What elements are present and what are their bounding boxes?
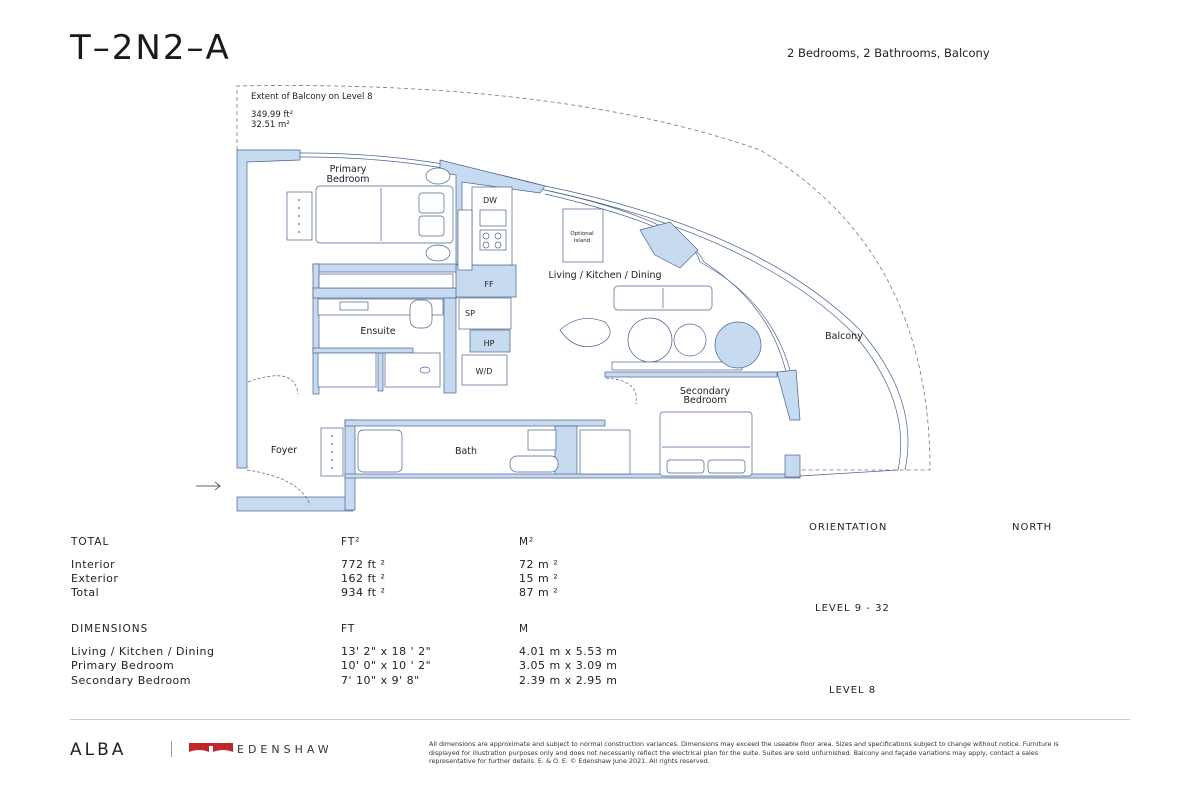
edenshaw-logo-mark-icon xyxy=(189,743,233,752)
dimension-row-m: 2.39 m x 2.95 m xyxy=(519,674,618,687)
room-label-hp: HP xyxy=(484,339,495,348)
area-row-label: Interior xyxy=(71,558,116,571)
balcony-extent-outline xyxy=(236,85,931,471)
room-label-ensuite: Ensuite xyxy=(360,326,395,337)
dimension-row-m: 4.01 m x 5.53 m xyxy=(519,645,618,658)
dimensions-col-m: M xyxy=(519,623,530,635)
room-label-primary-bedroom: Primary xyxy=(330,164,367,175)
room-label-wd: W/D xyxy=(476,367,493,376)
north-heading: NORTH xyxy=(1012,522,1053,533)
balcony-extent-label: Extent of Balcony on Level 8 xyxy=(251,92,373,102)
closet-hanger-marks xyxy=(298,199,333,469)
area-row-ft: 162 ft ² xyxy=(341,572,386,585)
room-label-secondary-bedroom-2: Bedroom xyxy=(684,395,727,406)
area-heading: TOTAL xyxy=(71,536,110,548)
unit-title: T–2N2–A xyxy=(70,28,231,68)
room-label-optional-island: Optional xyxy=(570,231,594,237)
area-row-m: 72 m ² xyxy=(519,558,559,571)
entry-arrow-icon xyxy=(196,481,221,491)
fixtures xyxy=(286,167,753,477)
area-col-ft: FT² xyxy=(341,536,361,548)
dimension-row-ft: 13' 2" x 18 ' 2" xyxy=(341,645,432,658)
room-label-primary-bedroom-2: Bedroom xyxy=(327,174,370,185)
room-label-optional-island-2: Island xyxy=(574,238,590,244)
unit-summary: 2 Bedrooms, 2 Bathrooms, Balcony xyxy=(787,46,990,60)
footer-divider xyxy=(70,719,1130,720)
area-row-label: Total xyxy=(71,586,100,599)
dimension-row-label: Primary Bedroom xyxy=(71,659,175,672)
room-label-bath: Bath xyxy=(455,446,477,457)
balcony-extent-m: 32.51 m² xyxy=(251,120,290,130)
room-label-foyer: Foyer xyxy=(271,445,297,456)
room-label-ff: FF xyxy=(484,280,494,289)
area-row-label: Exterior xyxy=(71,572,119,585)
dimensions-heading: DIMENSIONS xyxy=(71,623,149,635)
door-swings xyxy=(246,375,637,506)
balcony-railing xyxy=(299,152,909,477)
dimension-row-ft: 10' 0" x 10 ' 2" xyxy=(341,659,432,672)
room-label-secondary-bedroom: Secondary xyxy=(680,386,731,397)
round-table xyxy=(714,321,762,369)
room-label-balcony: Balcony xyxy=(825,331,863,342)
area-row-m: 87 m ² xyxy=(519,586,559,599)
dimension-row-ft: 7' 10" x 9' 8" xyxy=(341,674,420,687)
logo-separator xyxy=(171,741,172,757)
room-label-dw: DW xyxy=(483,196,497,205)
level-label-8: LEVEL 8 xyxy=(829,685,877,696)
room-label-living: Living / Kitchen / Dining xyxy=(548,270,661,281)
area-row-ft: 772 ft ² xyxy=(341,558,386,571)
level-label-9-32: LEVEL 9 - 32 xyxy=(815,603,890,614)
disclaimer: All dimensions are approximate and subje… xyxy=(429,740,1059,766)
room-label-sp: SP xyxy=(465,309,475,318)
area-col-m: M² xyxy=(519,536,535,548)
balcony-extent-ft: 349.99 ft² xyxy=(251,110,293,120)
walls xyxy=(236,149,801,512)
dimension-row-label: Secondary Bedroom xyxy=(71,674,192,687)
dimension-row-label: Living / Kitchen / Dining xyxy=(71,645,215,658)
dimensions-col-ft: FT xyxy=(341,623,356,635)
edenshaw-logo: EDENSHAW xyxy=(237,743,333,756)
alba-logo: ALBA xyxy=(70,740,127,760)
area-row-ft: 934 ft ² xyxy=(341,586,386,599)
dimension-row-m: 3.05 m x 3.09 m xyxy=(519,659,618,672)
area-row-m: 15 m ² xyxy=(519,572,559,585)
floor-plan: Extent of Balcony on Level 8 349.99 ft² … xyxy=(196,85,931,512)
orientation-heading: ORIENTATION xyxy=(809,522,888,533)
